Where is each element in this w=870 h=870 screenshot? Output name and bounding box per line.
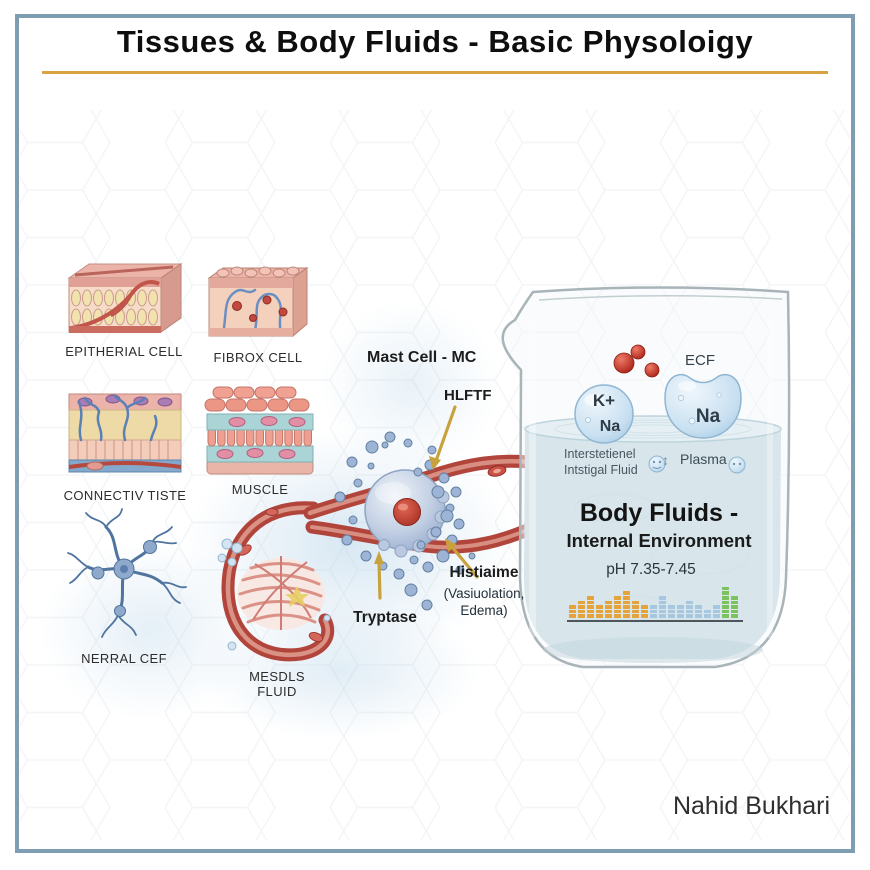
ph-range-label: pH 7.35-7.45 (606, 561, 696, 578)
equalizer-bar (713, 605, 720, 618)
tissue-label-fibrox: FIBROX CELL (213, 350, 303, 365)
neuron-illustration (66, 508, 187, 638)
exchange-arrow-icon: ↕ (662, 452, 669, 468)
equalizer-bar (704, 609, 711, 618)
equalizer-bar (668, 605, 675, 618)
equalizer-bar (623, 591, 630, 618)
histamine-label-block: Histiaime (Vasiuolation, Edema) (436, 564, 532, 619)
internal-environment-heading: Internal Environment (566, 530, 752, 551)
histamine-sublabel: (Vasiuolation, Edema) (443, 586, 525, 618)
equalizer-bar (614, 596, 621, 618)
equalizer-baseline (567, 620, 743, 622)
equalizer-bar (578, 600, 585, 618)
interstitial-fluid-label: Interstetienel Intstigal Fluid (564, 446, 638, 478)
interstitial-fluid-line1: Interstetienel (564, 447, 636, 461)
tryptase-label: Tryptase (353, 609, 417, 626)
equalizer-bar (650, 605, 657, 618)
equalizer-bar (695, 605, 702, 618)
histamine-label: Histiaime (449, 564, 519, 581)
beaker-illustration (501, 286, 791, 669)
red-ion-spheres (613, 344, 660, 378)
tissue-label-connective: CONNECTIV TISTE (63, 488, 187, 503)
equalizer-bar (686, 600, 693, 618)
epithelial-tissue-illustration (67, 263, 183, 333)
plasma-mini-bubbles (648, 455, 746, 474)
hlftf-label: HLFTF (444, 387, 492, 404)
title-underline (42, 71, 828, 74)
signature: Nahid Bukhari (672, 792, 830, 820)
connective-tissue-illustration (68, 393, 182, 473)
k-na-bubble (574, 384, 634, 444)
plasma-label: Plasma (680, 451, 727, 467)
tissue-label-epithelial: EPITHERIAL CELL (65, 344, 183, 359)
k-plus-label: K+ (592, 391, 616, 410)
tissue-label-interstitial-fluid: MESDLS FLUID (249, 669, 305, 699)
interstitial-fluid-line2: Intstigal Fluid (564, 463, 638, 477)
fibrox-tissue-illustration (207, 266, 309, 338)
equalizer-bar (722, 586, 729, 618)
ecf-label: ECF (685, 352, 715, 369)
page-title: Tissues & Body Fluids - Basic Physoloigy (116, 24, 754, 59)
equalizer-bar (596, 605, 603, 618)
equalizer-bar (659, 596, 666, 618)
na-label-2: Na (695, 406, 721, 427)
ph-equalizer-chart (569, 584, 743, 618)
equalizer-bar (677, 605, 684, 618)
equalizer-bar (632, 600, 639, 618)
tissue-label-muscle: MUSCLE (231, 482, 289, 497)
equalizer-bar (641, 605, 648, 618)
equalizer-bar (731, 596, 738, 618)
interstitial-fluid-vessel-illustration (217, 501, 334, 662)
mast-cell-title: Mast Cell - MC (367, 349, 477, 366)
body-fluids-heading: Body Fluids - (579, 499, 739, 527)
muscle-tissue-illustration (204, 386, 313, 475)
na-label-1: Na (599, 418, 621, 435)
equalizer-bar (569, 605, 576, 618)
equalizer-bar (605, 600, 612, 618)
tissue-label-neural: NERRAL CEF (81, 651, 167, 666)
ecf-na-bubble (664, 373, 742, 439)
equalizer-bar (587, 596, 594, 618)
